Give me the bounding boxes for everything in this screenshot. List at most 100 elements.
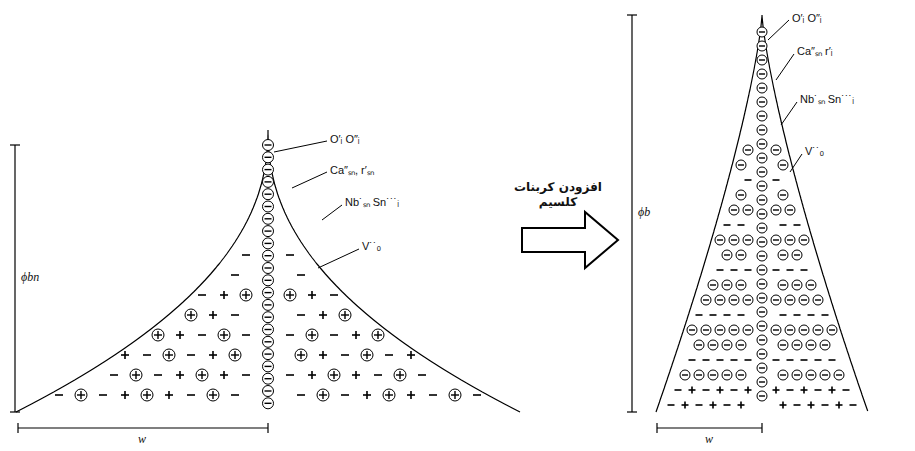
charged-defect <box>834 370 844 380</box>
charged-defect <box>708 280 718 290</box>
charged-defect <box>757 251 767 261</box>
charged-defect <box>263 373 274 384</box>
charged-defect <box>263 287 274 298</box>
charged-defect <box>263 263 274 274</box>
minus-sign <box>265 206 272 207</box>
minus-sign <box>265 366 272 367</box>
plus-sign <box>747 387 749 394</box>
leader-lines <box>274 20 802 268</box>
charged-defect <box>361 349 373 361</box>
plus-sign <box>311 291 313 299</box>
minus-sign <box>773 209 779 210</box>
minus-sign <box>731 269 738 271</box>
minus-sign <box>773 269 780 271</box>
charged-defect <box>722 280 732 290</box>
dimension-label: w <box>138 432 146 446</box>
minus-sign <box>265 304 272 305</box>
minus-sign <box>759 45 765 46</box>
charged-defect <box>743 145 753 155</box>
minus-sign <box>745 299 751 300</box>
minus-sign <box>815 389 822 391</box>
minus-sign <box>724 284 730 285</box>
minus-sign <box>836 374 842 375</box>
minus-sign <box>787 359 794 361</box>
charged-defect <box>785 235 795 245</box>
charged-defect <box>757 139 767 149</box>
charged-defect <box>743 205 753 215</box>
charged-defect <box>799 235 809 245</box>
minus-sign <box>759 101 765 102</box>
minus-sign <box>265 378 272 379</box>
minus-sign <box>265 157 272 158</box>
minus-sign <box>724 254 730 255</box>
charged-defect <box>263 275 274 286</box>
charge-symbols <box>55 27 857 409</box>
defect-label: Nb˙ₛₙ Sn˙˙˙ᵢ <box>345 196 399 209</box>
minus-sign <box>801 359 808 361</box>
minus-sign <box>759 311 765 312</box>
charged-defect <box>295 349 307 361</box>
charged-defect <box>729 325 739 335</box>
minus-sign <box>773 299 779 300</box>
charged-defect <box>806 340 816 350</box>
minus-sign <box>703 299 709 300</box>
charged-defect <box>449 389 461 401</box>
minus-sign <box>696 404 703 406</box>
plus-sign <box>190 311 191 319</box>
minus-sign <box>682 374 688 375</box>
minus-sign <box>738 374 744 375</box>
minus-sign <box>829 359 836 361</box>
charged-defect <box>708 370 718 380</box>
minus-sign <box>724 314 731 316</box>
minus-sign <box>297 394 305 396</box>
plus-sign <box>212 391 213 399</box>
leader-line <box>292 172 327 188</box>
charged-defect <box>722 340 732 350</box>
plus-sign <box>410 351 412 359</box>
charged-defect <box>263 324 274 335</box>
plus-sign <box>223 331 224 339</box>
minus-sign <box>801 299 807 300</box>
plus-sign <box>157 331 158 339</box>
minus-sign <box>265 329 272 330</box>
minus-sign <box>780 254 786 255</box>
charged-defect <box>229 349 241 361</box>
minus-sign <box>745 329 751 330</box>
charged-defect <box>263 312 274 323</box>
plus-sign <box>168 391 170 399</box>
minus-sign <box>759 199 765 200</box>
minus-sign <box>787 269 794 271</box>
minus-sign <box>801 239 807 240</box>
minus-sign <box>759 367 765 368</box>
charged-defect <box>263 140 274 151</box>
charged-defect <box>185 309 197 321</box>
plus-sign <box>223 371 225 379</box>
plus-sign <box>311 371 313 379</box>
plus-sign <box>322 391 323 399</box>
minus-sign <box>780 344 786 345</box>
charged-defect <box>757 181 767 191</box>
charged-defect <box>736 370 746 380</box>
charged-defect <box>736 340 746 350</box>
charged-defect <box>163 349 175 361</box>
minus-sign <box>710 344 716 345</box>
minus-sign <box>710 374 716 375</box>
defect-label: Ca″ₛₙ, r′ₛₙ <box>330 164 374 177</box>
minus-sign <box>759 381 765 382</box>
charged-defect <box>757 279 767 289</box>
charged-defect <box>701 295 711 305</box>
charged-defect <box>263 201 274 212</box>
minus-sign <box>759 171 765 172</box>
minus-sign <box>822 374 828 375</box>
charged-defect <box>778 160 788 170</box>
minus-sign <box>265 193 272 194</box>
minus-sign <box>724 224 731 226</box>
minus-sign <box>265 353 272 354</box>
charged-defect <box>736 160 746 170</box>
plus-sign <box>399 371 400 379</box>
minus-sign <box>759 31 765 32</box>
minus-sign <box>265 403 272 404</box>
minus-sign <box>815 299 821 300</box>
barrier-outline <box>16 130 520 412</box>
minus-sign <box>759 241 765 242</box>
